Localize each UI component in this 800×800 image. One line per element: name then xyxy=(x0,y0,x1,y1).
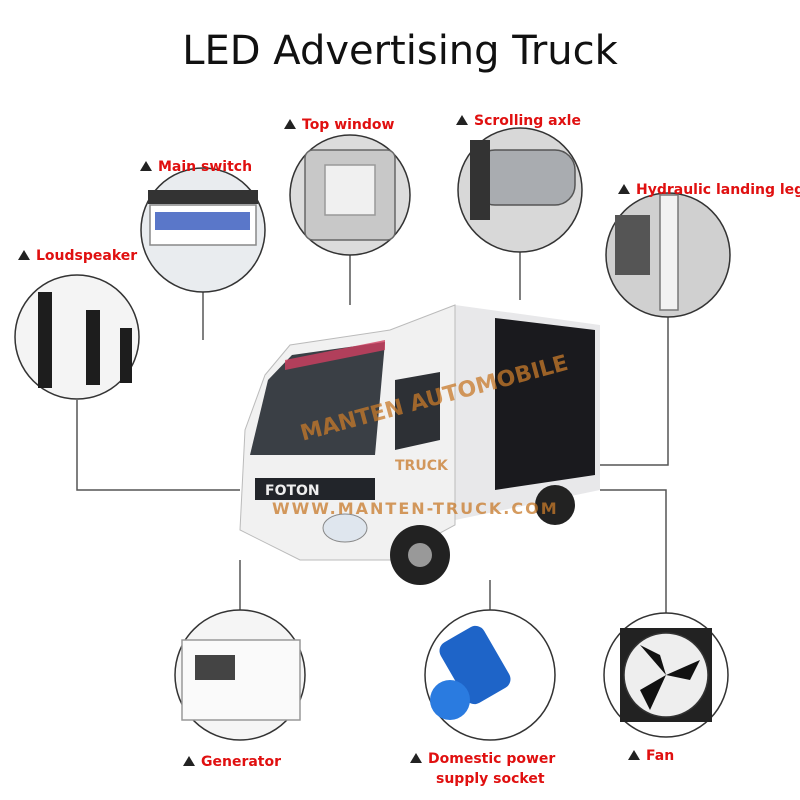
truck-badge: FOTON xyxy=(265,483,320,499)
label-text: Hydraulic landing leg xyxy=(636,182,800,198)
triangle-marker-icon xyxy=(618,184,630,194)
socket-photo xyxy=(424,609,556,741)
label-generator: Generator xyxy=(183,752,281,772)
label-text: Main switch xyxy=(158,159,253,175)
fan-photo xyxy=(603,612,729,738)
label-socket: Domestic power supply socket xyxy=(410,749,555,789)
top-window-photo xyxy=(289,134,411,256)
connector-fan xyxy=(600,489,667,613)
label-hydraulic-leg: Hydraulic landing leg xyxy=(618,180,800,200)
label-loudspeaker: Loudspeaker xyxy=(18,246,137,266)
generator-photo xyxy=(174,609,306,741)
led-screen xyxy=(495,318,595,490)
loudspeaker-photo xyxy=(14,274,140,400)
triangle-marker-icon xyxy=(183,756,195,766)
connector-hydraulic-leg xyxy=(600,317,669,466)
triangle-marker-icon xyxy=(284,119,296,129)
windshield xyxy=(250,342,385,455)
label-scrolling-axle: Scrolling axle xyxy=(456,111,581,131)
label-top-window: Top window xyxy=(284,115,394,135)
watermark-url: WWW.MANTEN-TRUCK.COM xyxy=(272,499,559,518)
side-window xyxy=(395,372,440,450)
page-title: LED Advertising Truck xyxy=(182,28,618,74)
label-text: Generator xyxy=(201,754,282,770)
triangle-marker-icon xyxy=(628,750,640,760)
triangle-marker-icon xyxy=(456,115,468,125)
label-text: Fan xyxy=(646,748,675,764)
scrolling-axle-photo xyxy=(457,127,583,253)
triangle-marker-icon xyxy=(18,250,30,260)
label-main-switch: Main switch xyxy=(140,157,252,177)
grille xyxy=(255,478,375,500)
triangle-marker-icon xyxy=(140,161,152,171)
hydraulic-leg-photo xyxy=(605,192,731,318)
label-text-line2: supply socket xyxy=(436,771,545,787)
watermark-sub: TRUCK xyxy=(395,458,449,474)
label-text: Loudspeaker xyxy=(36,248,138,264)
label-text: Top window xyxy=(302,117,395,133)
label-fan: Fan xyxy=(628,746,674,766)
label-text: Domestic power xyxy=(428,751,556,767)
main-switch-photo xyxy=(140,167,266,293)
connector-lines xyxy=(76,252,669,613)
label-text: Scrolling axle xyxy=(474,113,581,129)
triangle-marker-icon xyxy=(410,753,422,763)
connector-loudspeaker xyxy=(76,400,240,491)
detail-circles xyxy=(14,127,731,741)
rear-wheel xyxy=(535,485,575,525)
truck-image: FOTON MANTEN AUTOMOBILE TRUCK WWW.MANTEN… xyxy=(239,304,600,585)
